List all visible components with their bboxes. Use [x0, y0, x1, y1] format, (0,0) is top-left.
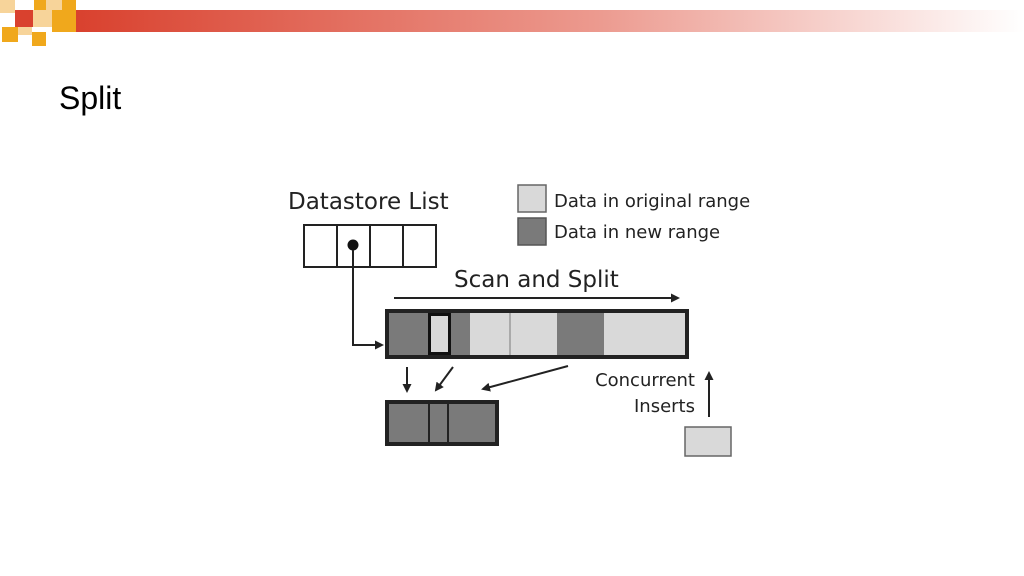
legend-label-original: Data in original range: [554, 191, 750, 212]
legend-swatch-new: [517, 217, 547, 246]
concurrent-label-line1: Concurrent: [595, 370, 695, 391]
legend-label-new: Data in new range: [554, 222, 720, 243]
split-diagram: Datastore List Data in original range Da…: [288, 184, 750, 457]
scan-split-label: Scan and Split: [454, 267, 619, 293]
concurrent-label-line2: Inserts: [634, 396, 695, 417]
datastore-list-slots: [303, 224, 437, 268]
logo-squares-icon: [0, 0, 76, 46]
original-data-block: [385, 309, 689, 359]
legend-swatch-original: [517, 184, 547, 213]
move-arrow-3: [481, 365, 569, 392]
move-arrow-2: [434, 366, 454, 392]
legend: Data in original range Data in new range: [517, 184, 750, 246]
datastore-list-label: Datastore List: [288, 189, 449, 215]
datastore-pointer-dot: [347, 239, 359, 251]
insert-data-box: [684, 426, 732, 457]
slide-title: Split: [59, 80, 122, 116]
new-data-block: [385, 400, 499, 446]
header-banner: [0, 0, 1024, 46]
banner-gradient-bar: [76, 10, 1024, 32]
datastore-pointer-arrow: [352, 250, 384, 350]
